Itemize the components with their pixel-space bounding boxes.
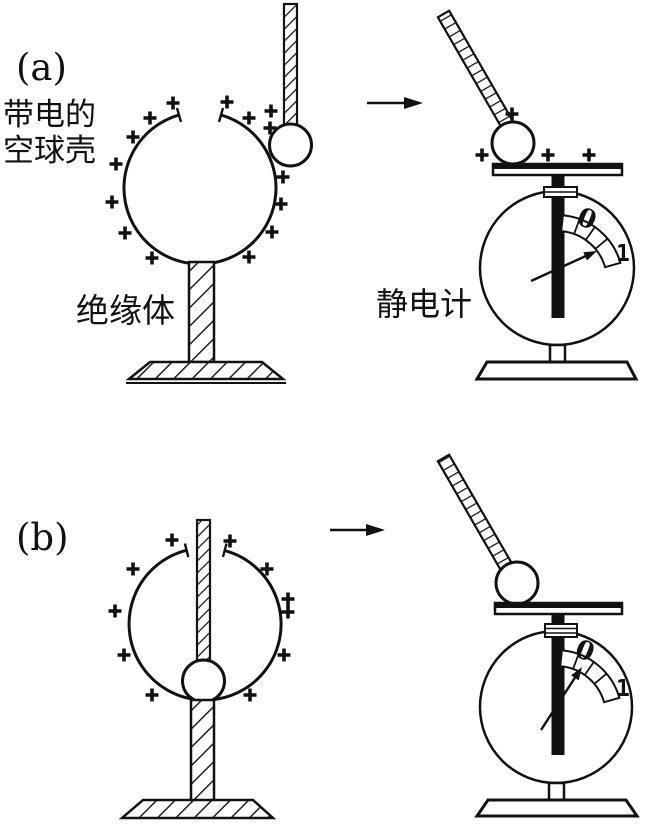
plus-charge-icon <box>145 688 159 702</box>
insulator-column-a <box>187 260 216 364</box>
proof-ball-b-left <box>181 658 226 704</box>
electroscope-collar-b <box>544 623 578 638</box>
proof-ball-a-right <box>490 120 536 166</box>
dial-one-label-a: 1 <box>616 241 630 267</box>
plus-charge-icon <box>582 148 596 162</box>
plus-charge-icon <box>263 121 277 135</box>
plus-charge-icon <box>166 96 180 110</box>
electroscope-plate-top-b <box>495 603 622 608</box>
proof-ball-handle-a-right <box>436 9 515 130</box>
electroscope-rod-a <box>551 175 565 318</box>
electroscope-plate-top-a <box>493 164 622 169</box>
panel-b-shell-charges <box>108 533 295 702</box>
electroscope-rod-b <box>551 614 565 755</box>
plus-charge-icon <box>243 688 257 702</box>
plus-charge-icon <box>165 533 179 547</box>
proof-ball-handle-a-left <box>282 2 299 127</box>
proof-ball-b-right <box>494 560 540 606</box>
insulator-base-a <box>125 360 287 381</box>
plus-charge-icon <box>281 605 295 619</box>
plus-charge-icon <box>264 104 278 118</box>
plus-charge-icon <box>118 226 132 240</box>
plus-charge-icon <box>220 95 234 109</box>
shell-gap-tick-left-a <box>175 107 183 123</box>
plus-charge-icon <box>242 250 256 264</box>
plus-charge-icon <box>281 592 295 606</box>
plus-charge-icon <box>274 197 288 211</box>
electroscope-stem-b <box>547 781 566 802</box>
plus-charge-icon <box>105 195 119 209</box>
electroscope-stem-a <box>548 343 567 365</box>
electroscope-base-b <box>474 798 640 818</box>
plus-charge-icon <box>265 225 279 239</box>
plus-charge-icon <box>145 251 159 265</box>
plus-charge-icon <box>117 648 131 662</box>
arrow-right-icon <box>330 524 385 536</box>
electroscope-label: 静电计 <box>376 286 472 322</box>
plus-charge-icon <box>276 170 290 184</box>
plus-charge-icon <box>108 604 122 618</box>
plus-charge-icon <box>260 562 274 576</box>
insulator-label: 绝缘体 <box>76 292 175 329</box>
electroscope-collar-a <box>543 186 578 198</box>
plus-charge-icon <box>277 648 291 662</box>
plus-charge-icon <box>242 111 256 125</box>
electroscope-base-a <box>474 360 639 381</box>
panel-b-label: (b) <box>16 516 69 559</box>
plus-charge-icon <box>505 107 519 121</box>
proof-ball-handle-b-left <box>195 518 212 663</box>
electroscope-needle-a <box>530 251 597 283</box>
plus-charge-icon <box>126 562 140 576</box>
plus-charge-icon <box>109 157 123 171</box>
shell-gap-tick-right-a <box>217 107 225 123</box>
proof-ball-a-left <box>268 122 313 168</box>
shell-gap-tick-left-b <box>183 543 190 558</box>
proof-ball-handle-b-right <box>436 453 514 572</box>
panel-a-shell-charges <box>105 95 290 265</box>
charged-shell-caption-line2: 空球壳 <box>3 133 96 168</box>
dial-ticks-a <box>573 218 609 250</box>
panel-a-probe-charges <box>475 107 596 162</box>
electroscope-a: 0 1 <box>474 162 639 381</box>
insulator-base-b <box>118 798 277 820</box>
plus-charge-icon <box>475 148 489 162</box>
panel-a: (a) 带电的 空球壳 绝缘体 <box>3 2 639 384</box>
shell-gap-tick-right-b <box>221 543 228 558</box>
panel-a-label: (a) <box>16 46 67 89</box>
insulator-column-b <box>189 698 216 803</box>
plus-charge-icon <box>223 534 237 548</box>
charged-shell-caption-line1: 带电的 <box>3 97 96 132</box>
hollow-sphere-shell-a <box>122 113 278 266</box>
plus-charge-icon <box>541 148 555 162</box>
electroscope-b: 0 1 <box>474 601 640 818</box>
plus-charge-icon <box>143 111 157 125</box>
dial-ticks-b <box>572 653 608 685</box>
plus-charge-icon <box>126 130 140 144</box>
arrow-right-icon <box>367 97 423 109</box>
panel-b: (b) <box>16 453 640 820</box>
electroscope-needle-b <box>539 667 582 731</box>
dial-one-label-b: 1 <box>616 676 630 702</box>
